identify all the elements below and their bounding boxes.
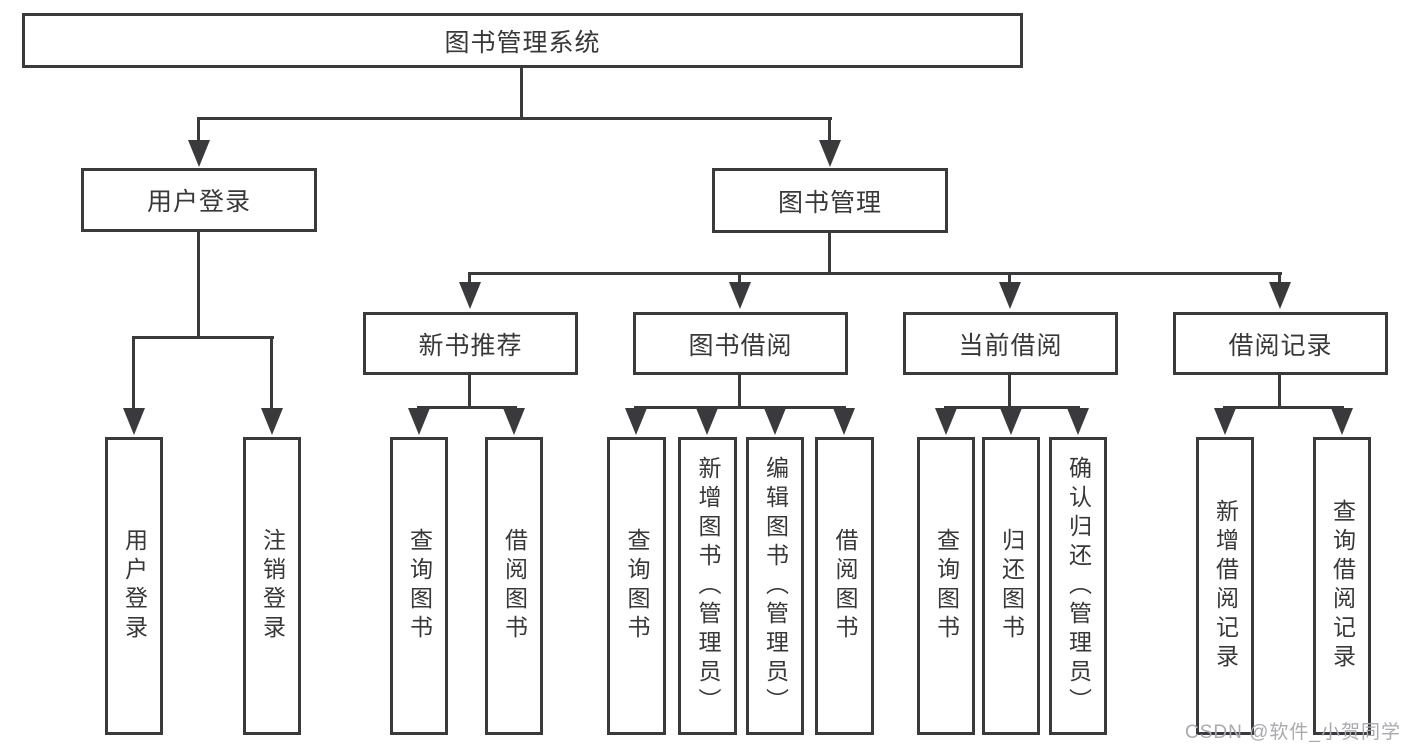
leaf-confirm-return-admin: 确认归还（管理员）	[1049, 437, 1107, 735]
leaf-logout: 注销登录	[243, 437, 301, 735]
connector-root-drop	[520, 68, 523, 117]
connector-user-login-shaft	[197, 117, 200, 145]
connector-group-spread	[417, 406, 517, 409]
arrow-down-icon	[1331, 408, 1353, 435]
arrow-down-icon	[1000, 408, 1022, 435]
arrow-down-icon	[764, 408, 786, 435]
connector-level3-spread	[469, 272, 1282, 275]
leaf-return-books: 归还图书	[982, 437, 1040, 735]
connector-leaf-shaft	[270, 336, 273, 412]
csdn-watermark: CSDN @软件_小贺同学	[1185, 722, 1401, 743]
connector-level3-shaft	[1278, 272, 1281, 286]
leaf-borrow-books-2: 借阅图书	[815, 437, 874, 735]
arrow-down-icon	[1214, 408, 1236, 435]
node-book-borrowing: 图书借阅	[633, 312, 848, 375]
arrow-down-icon	[123, 408, 145, 435]
connector-book-mgmt-shaft	[828, 117, 831, 145]
connector-level3-shaft	[468, 272, 471, 286]
arrow-down-icon	[1269, 282, 1291, 309]
arrow-down-icon	[188, 140, 210, 167]
leaf-user-login: 用户登录	[105, 437, 163, 735]
connector-book-mgmt-drop	[828, 233, 831, 273]
connector-level3-shaft	[738, 272, 741, 286]
connector-group-drop	[1278, 375, 1281, 409]
node-book-management: 图书管理	[712, 168, 948, 233]
connector-level2-spread	[197, 117, 832, 120]
arrow-down-icon	[819, 140, 841, 167]
arrow-down-icon	[1067, 408, 1089, 435]
connector-group-spread	[944, 406, 1080, 409]
node-current-borrowing: 当前借阅	[903, 312, 1118, 375]
arrow-down-icon	[503, 408, 525, 435]
leaf-add-borrow-record: 新增借阅记录	[1196, 437, 1254, 735]
arrow-down-icon	[729, 282, 751, 309]
connector-group-drop	[468, 375, 471, 409]
arrow-down-icon	[833, 408, 855, 435]
arrow-down-icon	[459, 282, 481, 309]
connector-level3-shaft	[1008, 272, 1011, 286]
node-borrowing-records: 借阅记录	[1173, 312, 1388, 375]
leaf-edit-book-admin: 编辑图书（管理员）	[746, 437, 804, 735]
leaf-query-books: 查询图书	[390, 437, 448, 735]
leaf-add-book-admin: 新增图书（管理员）	[678, 437, 737, 735]
connector-leaf-shaft	[132, 336, 135, 412]
arrow-down-icon	[935, 408, 957, 435]
node-new-book-recommend: 新书推荐	[363, 312, 578, 375]
arrow-down-icon	[999, 282, 1021, 309]
arrow-down-icon	[696, 408, 718, 435]
leaf-query-books-3: 查询图书	[917, 437, 975, 735]
connector-user-login-spread	[132, 336, 274, 339]
node-root: 图书管理系统	[22, 13, 1023, 68]
connector-user-login-drop	[197, 232, 200, 337]
connector-group-drop	[1008, 375, 1011, 409]
leaf-query-books-2: 查询图书	[607, 437, 666, 735]
node-user-login: 用户登录	[81, 168, 317, 232]
connector-group-spread	[634, 406, 846, 409]
leaf-borrow-books: 借阅图书	[485, 437, 543, 735]
leaf-query-borrow-record: 查询借阅记录	[1313, 437, 1371, 735]
arrow-down-icon	[408, 408, 430, 435]
connector-group-spread	[1223, 406, 1344, 409]
arrow-down-icon	[625, 408, 647, 435]
connector-group-drop	[738, 375, 741, 409]
arrow-down-icon	[261, 408, 283, 435]
